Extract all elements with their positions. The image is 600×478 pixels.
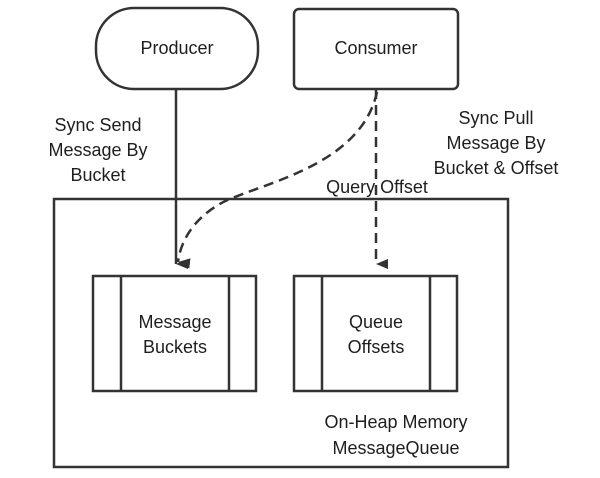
container-label-line1: On-Heap Memory <box>324 412 467 432</box>
consumer-label: Consumer <box>334 38 417 58</box>
edge-label-sync-send-line1: Sync Send <box>54 115 141 135</box>
queue-offsets-label-line2: Offsets <box>348 337 405 357</box>
queue-offsets-node: Queue Offsets <box>292 274 459 393</box>
edge-label-sync-send-line2: Message By <box>48 140 147 160</box>
edge-label-sync-pull-line2: Message By <box>446 133 545 153</box>
edge-label-sync-send-line3: Bucket <box>70 165 125 185</box>
edge-label-query-offset: Query Offset <box>326 177 428 197</box>
producer-label: Producer <box>140 38 213 58</box>
edge-consumer-to-buckets <box>176 91 379 269</box>
memory-queue-container <box>52 197 510 469</box>
producer-node: Producer <box>94 6 260 91</box>
message-buckets-node: Message Buckets <box>91 274 258 393</box>
container-label-line2: MessageQueue <box>332 438 459 458</box>
message-buckets-label-line2: Buckets <box>143 337 207 357</box>
edge-label-sync-pull-line3: Bucket & Offset <box>434 158 559 178</box>
message-buckets-label-line1: Message <box>138 312 211 332</box>
queue-offsets-label-line1: Queue <box>349 312 403 332</box>
edge-label-sync-pull-line1: Sync Pull <box>458 108 533 128</box>
consumer-node: Consumer <box>292 7 460 91</box>
